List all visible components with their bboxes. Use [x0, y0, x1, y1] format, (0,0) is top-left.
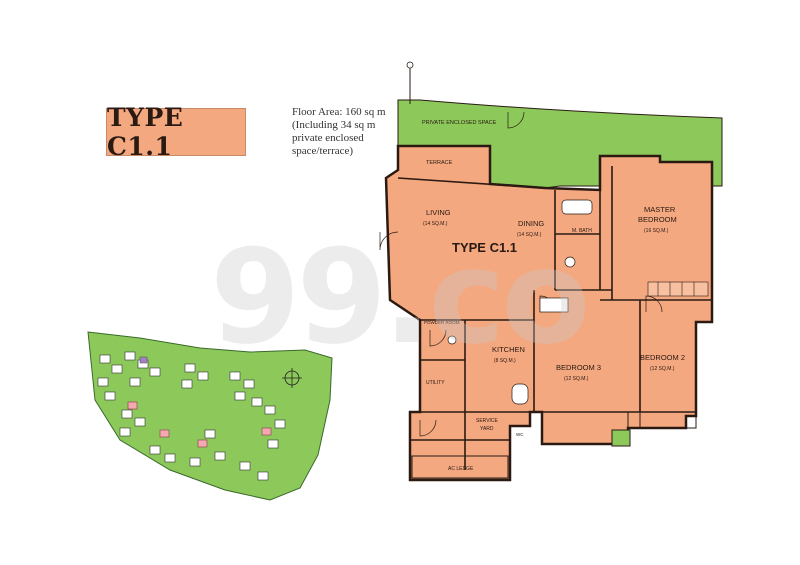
- site-plan-unit-marker: [139, 356, 148, 364]
- floor-area-note: Floor Area: 160 sq m (Including 34 sq m …: [292, 106, 402, 158]
- site-plan-blocks: [97, 351, 286, 481]
- label-living: LIVING: [426, 208, 451, 217]
- bathroom-fixtures: [447, 199, 593, 405]
- lamp-icon: [406, 61, 414, 69]
- label-ac-ledge: AC LEDGE: [448, 466, 474, 472]
- label-bedroom2-size: (12 SQ.M.): [650, 366, 675, 372]
- label-private-space: PRIVATE ENCLOSED SPACE: [422, 120, 497, 126]
- floor-area-line: (Including 34 sq m: [292, 119, 376, 131]
- label-powder: POWDER ROOM: [424, 320, 460, 325]
- label-master-2: BEDROOM: [638, 215, 677, 224]
- north-arrow-icon: [282, 368, 302, 388]
- watermark-logo: 99.co: [210, 221, 591, 373]
- floor-area-line: space/terrace): [292, 145, 354, 157]
- label-service-2: YARD: [480, 426, 494, 432]
- label-terrace: TERRACE: [426, 160, 453, 166]
- label-utility: UTILITY: [426, 380, 445, 386]
- label-bedroom3: BEDROOM 3: [556, 363, 601, 372]
- site-plan-area: [87, 331, 333, 501]
- label-master-size: (16 SQ.M.): [644, 228, 669, 234]
- label-bedroom3-size: (12 SQ.M.): [564, 376, 589, 382]
- label-kitchen: KITCHEN: [492, 345, 525, 354]
- label-dining: DINING: [518, 219, 544, 228]
- label-wc: WC: [516, 432, 524, 437]
- floor-area-line: private enclosed: [292, 132, 364, 144]
- balcony-ledges: [411, 411, 697, 479]
- label-kitchen-size: (8 SQ.M.): [494, 358, 516, 364]
- wardrobe: [647, 281, 709, 297]
- label-m-bath: M. BATH: [572, 228, 592, 234]
- label-service-1: SERVICE: [476, 418, 499, 424]
- floor-area-line: Floor Area: 160 sq m: [292, 106, 386, 118]
- interior-walls: [397, 166, 712, 470]
- site-plan-highlighted-blocks: [127, 401, 272, 448]
- label-bedroom2: BEDROOM 2: [640, 353, 685, 362]
- label-living-size: (14 SQ.M.): [423, 221, 448, 227]
- label-master-1: MASTER: [644, 205, 676, 214]
- room-labels: PRIVATE ENCLOSED SPACE TERRACE LIVING (1…: [422, 120, 685, 472]
- label-unit-type: TYPE C1.1: [452, 240, 517, 255]
- label-dining-size: (14 SQ.M.): [517, 232, 542, 238]
